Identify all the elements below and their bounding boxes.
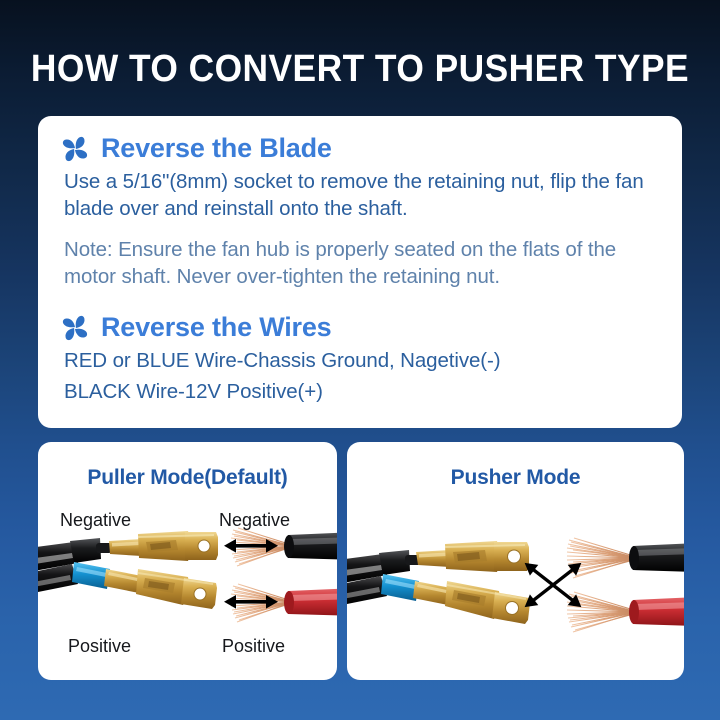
puller-arrow-bottom (224, 595, 278, 609)
fan-blade-icon (62, 136, 88, 162)
right-top-black-wire (284, 532, 337, 560)
puller-arrow-top (224, 539, 278, 553)
puller-mode-diagram (38, 527, 337, 623)
pusher-right-bottom-copper-strands (566, 591, 638, 633)
instructions-card: Reverse the Blade Use a 5/16"(8mm) socke… (38, 116, 682, 428)
section-title: Reverse the Blade (101, 133, 332, 164)
pusher-mode-title: Pusher Mode (450, 466, 581, 489)
wire-line-1: RED or BLUE Wire-Chassis Ground, Nagetiv… (64, 348, 501, 372)
pusher-right-top-black-wire (629, 543, 684, 572)
pusher-arrow-diagonal-down (524, 562, 582, 608)
pusher-left-top-wire-assembly (347, 541, 529, 583)
left-top-wire-assembly (38, 531, 218, 571)
wire-line-2: BLACK Wire-12V Positive(+) (64, 379, 323, 403)
puller-mode-panel: Puller Mode(Default) (38, 442, 337, 680)
pusher-right-top-copper-strands (566, 537, 638, 579)
section-header-reverse-blade: Reverse the Blade (60, 133, 660, 164)
pusher-mode-diagram (347, 537, 684, 633)
pusher-left-bottom-wire-assembly (347, 574, 530, 624)
page-title: HOW TO CONVERT TO PUSHER TYPE (30, 48, 690, 90)
puller-mode-title: Puller Mode(Default) (87, 466, 288, 489)
label-negative-left: Negative (60, 510, 132, 530)
reverse-blade-note: Note: Ensure the fan hub is properly sea… (64, 237, 617, 289)
reverse-blade-body: Use a 5/16"(8mm) socket to remove the re… (64, 170, 644, 221)
label-positive-left: Positive (68, 636, 132, 656)
pusher-mode-panel: Pusher Mode (347, 442, 684, 680)
section-title: Reverse the Wires (101, 312, 332, 343)
label-positive-right: Positive (222, 636, 286, 656)
fan-blade-icon (62, 315, 88, 340)
section-header-reverse-wires: Reverse the Wires (60, 312, 660, 343)
left-bottom-wire-assembly (38, 562, 217, 609)
pusher-right-bottom-red-wire (629, 597, 684, 626)
label-negative-right: Negative (219, 510, 291, 530)
right-bottom-red-wire (284, 588, 337, 616)
